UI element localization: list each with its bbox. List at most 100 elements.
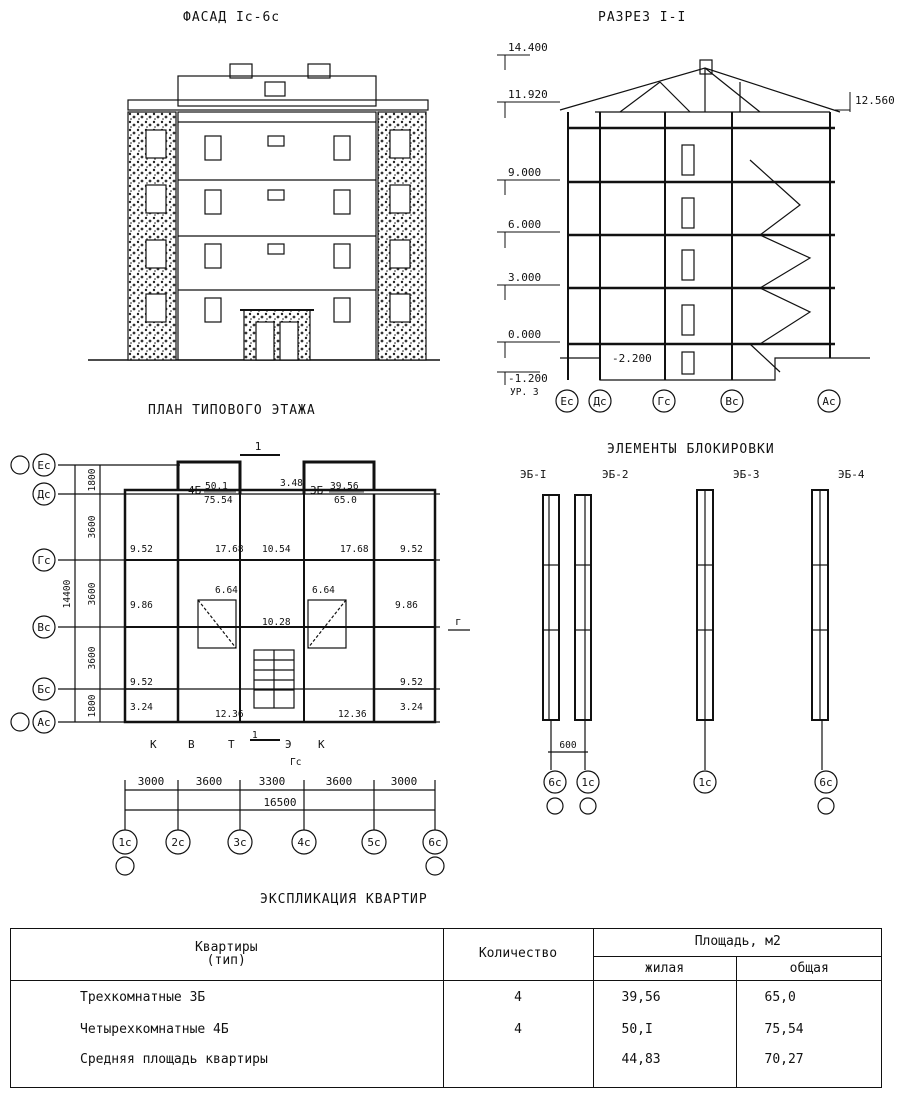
blocking-axis: 6с [819,776,832,789]
room-area: 9.86 [130,600,153,611]
entry-mark: Т [228,738,235,751]
col-dim: 3000 [391,775,418,788]
apt-type: 4Б [188,484,202,497]
blocking-drawing [542,489,838,815]
row-axis-label: Вс [37,621,50,634]
blocking-label: ЭБ-4 [838,468,865,481]
cut-mark: 1 [255,440,262,453]
total-width: 16500 [263,796,296,809]
header-area: Площадь, м2 [593,928,882,957]
room-area: 17.68 [215,544,244,555]
header-living: жилая [593,956,737,981]
entry-mark: Э [285,738,292,751]
explication-table: Квартиры (тип) Количество Площадь, м2 жи… [10,928,882,1088]
row-axis-label: Бс [37,683,50,696]
room-area: 9.52 [130,544,153,555]
explication-title: ЭКСПЛИКАЦИЯ КВАРТИР [260,892,428,907]
section-drawing [497,54,870,413]
col-dim: 3000 [138,775,165,788]
row-dim: 3600 [87,646,98,669]
table-row: Средняя площадь квартиры 44,83 70,27 [10,1044,882,1074]
blocking-label: ЭБ-2 [602,468,629,481]
axis-label: Гс [657,395,670,408]
blocking-label: ЭБ-I [520,468,547,481]
facade-title: ФАСАД Iс-6с [183,10,281,25]
room-area: 3.48 [280,478,303,489]
row-axis-label: Ас [37,716,50,729]
room-area: 9.52 [130,677,153,688]
table-row: Четырехкомнатные 4Б 4 50,I 75,54 [10,1014,882,1044]
ground-note: УР. З [510,387,539,398]
apt-living: 50.1 [205,481,228,492]
level-label: -1.200 [508,372,548,385]
arrow-mark: г [455,615,462,628]
entry-mark: Гс [290,757,301,768]
row-axis-label: Гс [37,554,50,567]
plan-title: ПЛАН ТИПОВОГО ЭТАЖА [148,403,316,418]
header-count: Количество [443,928,594,981]
apt-living: 39.56 [330,481,359,492]
row-dim: 3600 [87,515,98,538]
col-axis-label: 6с [428,836,441,849]
room-area: 3.24 [130,702,153,713]
room-area: 12.36 [215,709,244,720]
table-row: Трехкомнатные 3Б 4 39,56 65,0 [10,980,882,1014]
plan-drawing [10,453,470,876]
section-labels: 14.400 11.920 9.000 6.000 3.000 0.000 -1… [508,41,895,408]
row-dim: 1800 [87,468,98,491]
total-depth: 14400 [62,579,73,608]
col-axis-label: 2с [171,836,184,849]
entry-mark: 1 [252,730,258,741]
entry-mark: К [150,738,157,751]
apt-type: 3Б [310,484,324,497]
room-area: 6.64 [312,585,335,596]
col-dim: 3600 [326,775,353,788]
section-title: РАЗРЕЗ I-I [598,10,687,25]
row-axis-label: Ес [37,459,50,472]
header-total: общая [736,956,882,981]
apt-total: 65.0 [334,495,357,506]
entry-mark: К [318,738,325,751]
room-area: 6.64 [215,585,238,596]
plan-labels: Ес Дс Гс Вс Бс Ас 1800 3600 3600 3600 18… [37,440,461,849]
header-apartments: Квартиры (тип) [10,928,444,981]
axis-label: Ес [560,395,573,408]
blocking-axis: 1с [698,776,711,789]
entry-mark: В [188,738,195,751]
room-area: 9.86 [395,600,418,611]
row-dim: 3600 [87,582,98,605]
pit-level-label: -2.200 [612,352,652,365]
col-axis-label: 1с [118,836,131,849]
axis-label: Вс [725,395,738,408]
col-dim: 3600 [196,775,223,788]
facade-drawing [88,63,440,361]
axis-label: Ас [822,395,835,408]
level-label: 3.000 [508,271,541,284]
level-label-right: 12.560 [855,94,895,107]
level-label: 11.920 [508,88,548,101]
level-label: 6.000 [508,218,541,231]
room-area: 9.52 [400,677,423,688]
room-area: 10.28 [262,617,291,628]
blocking-label: ЭБ-3 [733,468,760,481]
blocking-axis: 6с [548,776,561,789]
level-label: 0.000 [508,328,541,341]
col-axis-label: 3с [233,836,246,849]
col-axis-label: 4с [297,836,310,849]
level-label: 14.400 [508,41,548,54]
room-area: 9.52 [400,544,423,555]
room-area: 12.36 [338,709,367,720]
blocking-gap: 600 [559,740,576,751]
apt-total: 75.54 [204,495,233,506]
blocking-labels: ЭБ-I ЭБ-2 ЭБ-3 ЭБ-4 600 6с 1с 1с 6с [520,468,865,789]
blocking-axis: 1с [581,776,594,789]
col-axis-label: 5с [367,836,380,849]
room-area: 17.68 [340,544,369,555]
col-dim: 3300 [259,775,286,788]
level-label: 9.000 [508,166,541,179]
room-area: 3.24 [400,702,423,713]
room-area: 10.54 [262,544,291,555]
row-axis-label: Дс [37,488,50,501]
blocking-title: ЭЛЕМЕНТЫ БЛОКИРОВКИ [607,442,775,457]
